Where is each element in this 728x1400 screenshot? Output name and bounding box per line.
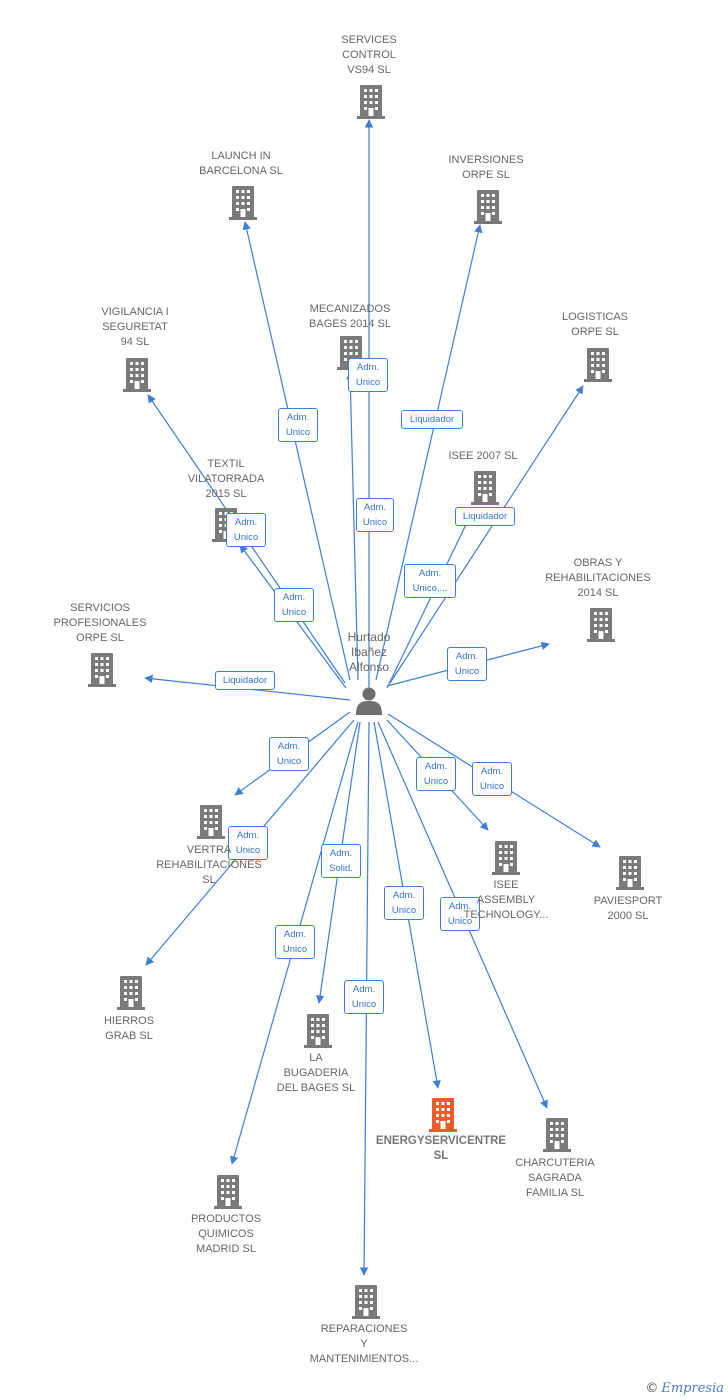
company-label-vertra-rehabilitaciones[interactable]: VERTRA REHABILITACIONES SL xyxy=(156,844,262,886)
company-label-isee-2007[interactable]: ISEE 2007 SL xyxy=(448,450,518,462)
edge-label-la-bugaderia[interactable]: Adm. Solid. xyxy=(321,844,361,878)
building-icon-launch-in-barcelona[interactable] xyxy=(229,186,257,220)
company-label-textil-vilatorrada[interactable]: TEXTIL VILATORRADA 2015 SL xyxy=(187,458,265,500)
edge-label-inversiones-orpe[interactable]: Liquidador xyxy=(401,410,463,429)
building-icon-charcuteria-sagrada[interactable] xyxy=(543,1118,571,1152)
company-label-inversiones-orpe[interactable]: INVERSIONES ORPE SL xyxy=(448,154,524,181)
company-label-isee-assembly[interactable]: ISEE ASSEMBLY TECHNOLOGY... xyxy=(463,879,549,921)
copyright-mark: © xyxy=(645,1381,659,1396)
edge-isee-2007 xyxy=(386,507,475,689)
building-icon-reparaciones-mantenimientos[interactable] xyxy=(352,1285,380,1319)
building-icon-productos-quimicos[interactable] xyxy=(214,1175,242,1209)
company-label-reparaciones-mantenimientos[interactable]: REPARACIONES Y MANTENIMIENTOS... xyxy=(309,1323,419,1365)
building-icon-isee-assembly[interactable] xyxy=(492,841,520,875)
edge-inversiones-orpe xyxy=(375,224,483,681)
edge-label-vertra-rehabilitaciones[interactable]: Adm. Unico xyxy=(269,737,309,771)
company-label-logisticas-orpe[interactable]: LOGISTICAS ORPE SL xyxy=(561,311,629,338)
company-label-paviesport[interactable]: PAVIESPORT 2000 SL xyxy=(593,895,663,922)
edge-label-isee-assembly[interactable]: Adm. Unico xyxy=(416,757,456,791)
building-icon-vertra-rehabilitaciones[interactable] xyxy=(197,805,225,839)
edge-label-launch-in-barcelona[interactable]: Adm. Unico xyxy=(278,408,318,442)
edge-launch-in-barcelona xyxy=(242,221,351,681)
building-icon-paviesport[interactable] xyxy=(616,856,644,890)
company-label-mecanizados-bages[interactable]: MECANIZADOS BAGES 2014 SL xyxy=(309,303,391,330)
building-icon-isee-2007[interactable] xyxy=(471,471,499,505)
company-label-la-bugaderia[interactable]: LA BUGADERIA DEL BAGES SL xyxy=(276,1052,356,1094)
edge-label-hierros-grab[interactable]: Adm. Unico xyxy=(228,826,268,860)
building-icon-hierros-grab[interactable] xyxy=(117,976,145,1010)
building-icon-la-bugaderia[interactable] xyxy=(304,1014,332,1048)
edge-label-logisticas-orpe[interactable]: Adm. Unico,... xyxy=(404,564,456,598)
building-icon-servicios-profesionales[interactable] xyxy=(88,653,116,687)
person-icon[interactable] xyxy=(356,687,382,716)
brand-name: Empresia xyxy=(661,1381,724,1396)
edge-logisticas-orpe xyxy=(389,385,584,684)
company-label-charcuteria-sagrada[interactable]: CHARCUTERIA SAGRADA FAMILIA SL xyxy=(515,1157,595,1199)
edge-label-textil-vilatorrada[interactable]: Adm. Unico xyxy=(274,588,314,622)
building-icon-energyservicentre[interactable] xyxy=(429,1098,457,1132)
edge-label-reparaciones-mantenimientos[interactable]: Adm. Unico xyxy=(344,980,384,1014)
edge-label-energyservicentre[interactable]: Adm. Unico xyxy=(384,886,424,920)
edge-label-services-control[interactable]: Adm. Unico xyxy=(356,498,394,532)
edge-label-paviesport[interactable]: Adm. Unico xyxy=(472,762,512,796)
edge-label-vigilancia-seguretat[interactable]: Adm. Unico xyxy=(226,513,266,547)
edge-label-obras-rehabilitaciones[interactable]: Adm. Unico xyxy=(447,647,487,681)
edge-label-servicios-profesionales[interactable]: Liquidador xyxy=(215,671,275,690)
company-label-hierros-grab[interactable]: HIERROS GRAB SL xyxy=(103,1015,155,1042)
company-label-obras-rehabilitaciones[interactable]: OBRAS Y REHABILITACIONES 2014 SL xyxy=(545,557,651,599)
company-label-servicios-profesionales[interactable]: SERVICIOS PROFESIONALES ORPE SL xyxy=(53,602,147,644)
edge-label-charcuteria-sagrada[interactable]: Adm. Unico xyxy=(440,897,480,931)
edge-mecanizados-bages xyxy=(345,371,359,681)
building-icon-obras-rehabilitaciones[interactable] xyxy=(587,608,615,642)
building-icon-vigilancia-seguretat[interactable] xyxy=(123,358,151,392)
company-label-launch-in-barcelona[interactable]: LAUNCH IN BARCELONA SL xyxy=(199,150,283,177)
company-label-services-control[interactable]: SERVICES CONTROL VS94 SL xyxy=(341,34,397,76)
brand-logo: ©Empresia xyxy=(645,1381,724,1396)
company-label-energyservicentre[interactable]: ENERGYSERVICENTRE SL xyxy=(375,1135,507,1162)
edge-label-isee-2007[interactable]: Liquidador xyxy=(455,507,515,526)
person-name[interactable]: Hurtado Ibañez Alfonso xyxy=(347,630,391,674)
building-icon-logisticas-orpe[interactable] xyxy=(584,348,612,382)
company-label-vigilancia-seguretat[interactable]: VIGILANCIA I SEGURETAT 94 SL xyxy=(101,306,169,348)
building-icon-services-control[interactable] xyxy=(357,85,385,119)
company-label-productos-quimicos[interactable]: PRODUCTOS QUIMICOS MADRID SL xyxy=(190,1213,262,1255)
building-icon-inversiones-orpe[interactable] xyxy=(474,190,502,224)
edge-label-productos-quimicos[interactable]: Adm. Unico xyxy=(275,925,315,959)
edge-label-mecanizados-bages[interactable]: Adm. Unico xyxy=(348,358,388,392)
